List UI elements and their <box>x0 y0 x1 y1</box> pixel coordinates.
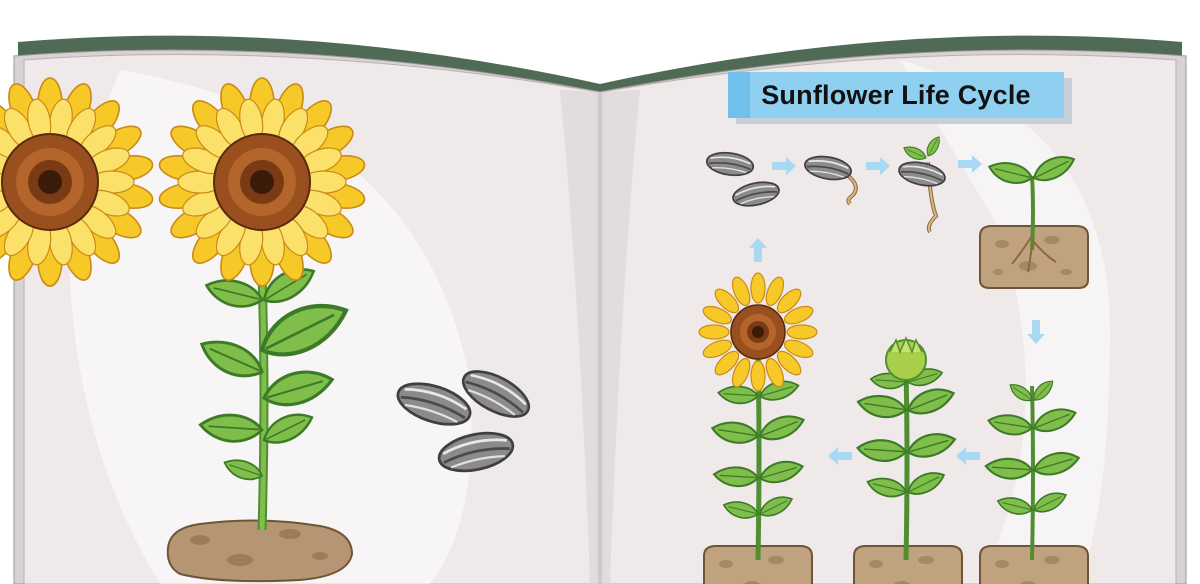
diagram-title: Sunflower Life Cycle <box>761 80 1031 110</box>
title-banner-background <box>728 72 1064 118</box>
sunflower-icon <box>0 77 818 584</box>
bud-plant-icon <box>853 336 963 584</box>
young-plant-icon <box>979 376 1089 584</box>
large-sunflower-icon <box>158 77 366 583</box>
germinating-seed-icon <box>802 152 858 206</box>
title-banner: Sunflower Life Cycle <box>728 72 1072 126</box>
seedling-icon <box>979 150 1089 289</box>
sprout-icon <box>895 134 949 234</box>
